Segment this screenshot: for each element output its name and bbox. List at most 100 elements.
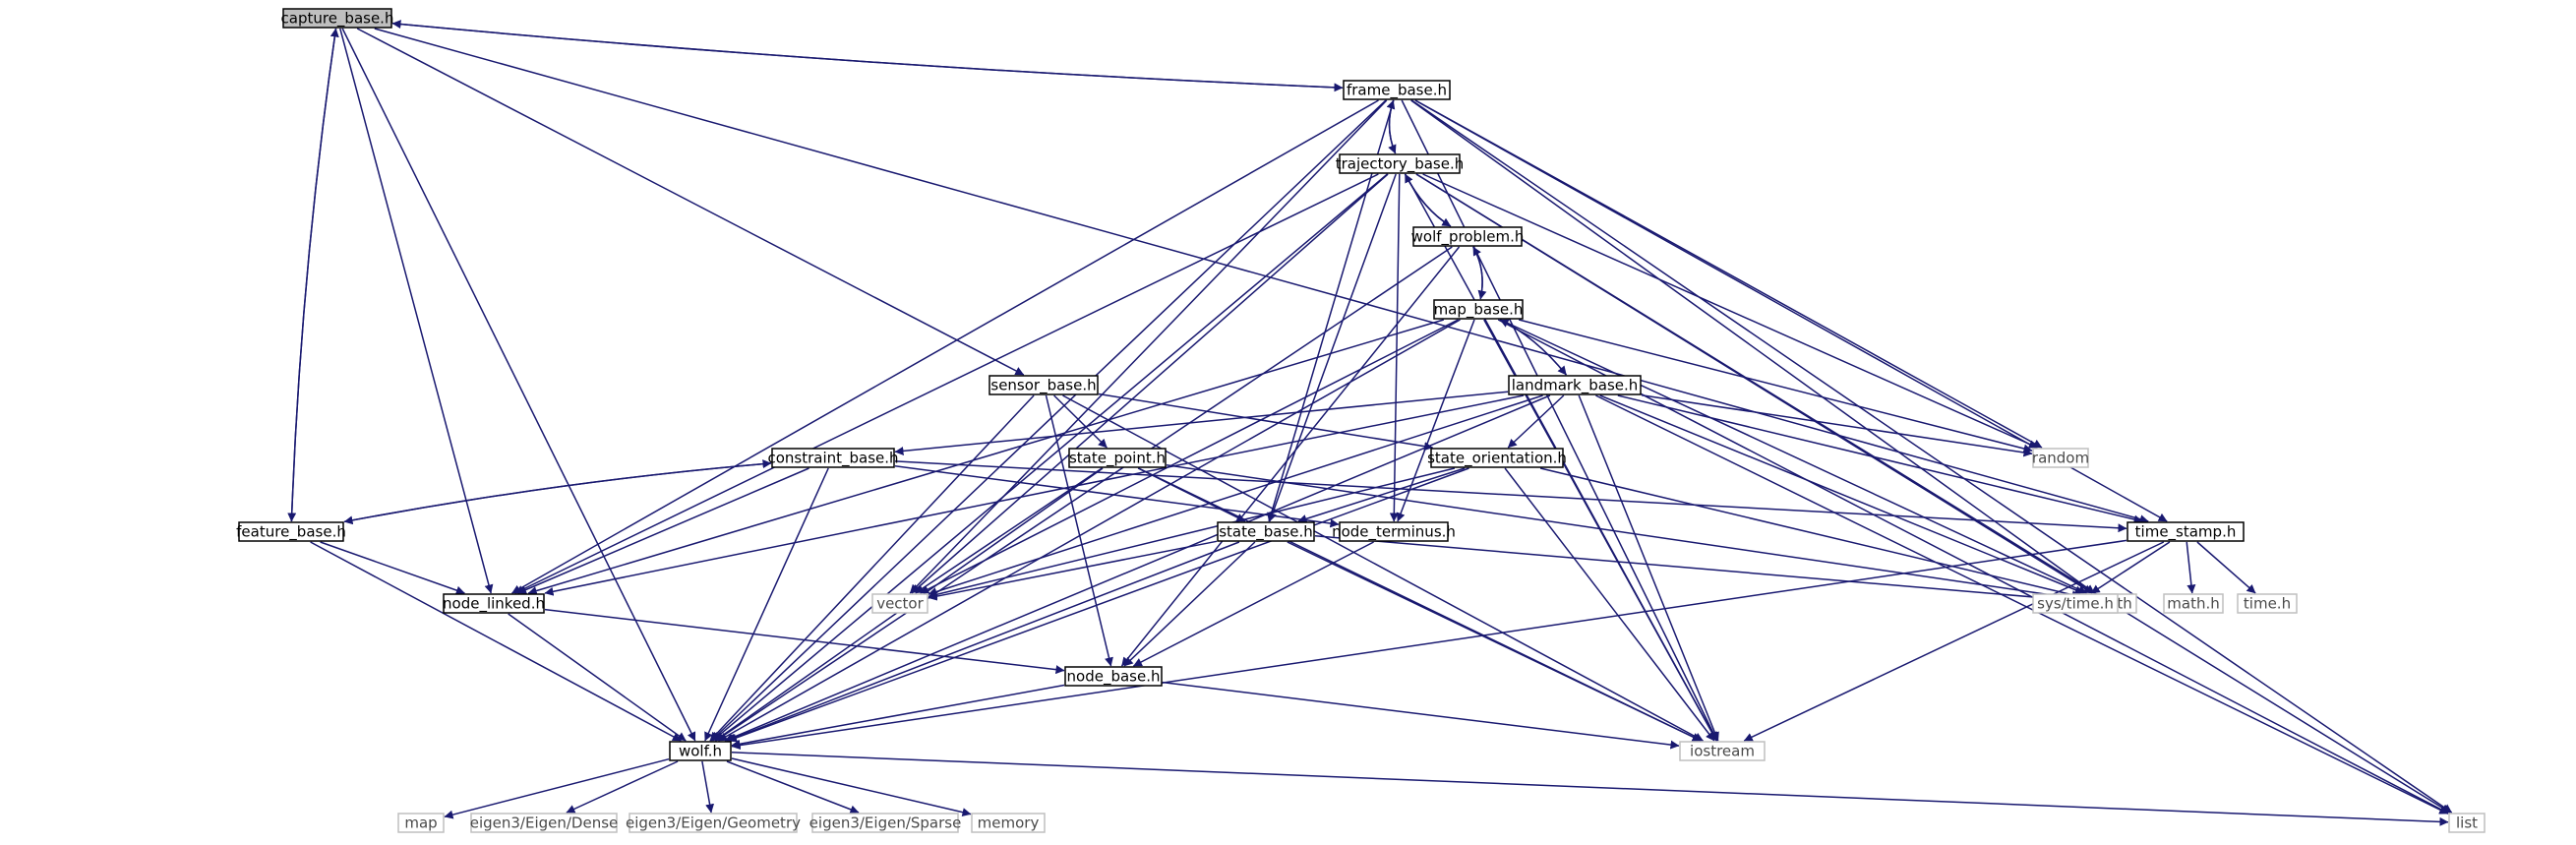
edge-landmark_base-to-state_orientation [1507,394,1565,449]
node-time-stamp[interactable]: time_stamp.h [2127,521,2245,542]
edge-frame_base-to-random [1414,99,2043,449]
edge-landmark_base-to-vector [928,394,1543,596]
edge-state_orientation-to-wolf [728,467,1469,743]
node-time: time.h [2237,593,2298,614]
node-box [1339,521,1449,542]
edge-map_base-to-vector [920,319,1459,594]
node-sensor-base[interactable]: sensor_base.h [988,375,1099,395]
node-box [669,741,732,761]
node-box [1339,153,1461,174]
node-random: random [2032,448,2089,468]
edge-node_terminus-to-node_base [1133,541,1374,667]
edge-capture_base-to-time_stamp [374,28,2149,524]
edge-frame_base-to-capture_base [391,20,1344,89]
edge-sensor_base-to-iostream [1062,394,1704,742]
node-label: eigen3/Eigen/Geometry [626,815,801,832]
node-label: node_base.h [1067,668,1161,687]
node-map-base[interactable]: map_base.h [1433,299,1524,320]
node-node-base[interactable]: node_base.h [1064,666,1163,687]
edge-node_base-to-iostream [1162,681,1680,750]
edge-capture_base-to-wolf [341,28,696,742]
edge-capture_base-to-sensor_base [356,28,1025,376]
edge-landmark_base-to-cmath [1599,394,2084,594]
edge-node_linked-to-node_base [544,608,1065,675]
edge-state_orientation-to-vector [928,467,1456,599]
node-feature-base[interactable]: feature_base.h [236,521,346,542]
edge-trajectory_base-to-node_linked [514,173,1379,594]
edge-sensor_base-to-state_orientation [1098,392,1434,452]
edge-time_stamp-to-wolf [731,539,2127,751]
node-box [811,813,959,833]
node-label: eigen3/Eigen/Sparse [809,815,962,832]
edge-capture_base-to-frame_base [391,23,1344,92]
node-box [282,8,392,29]
edge-map_base-to-wolf [718,319,1461,742]
node-node-linked[interactable]: node_linked.h [443,593,545,614]
node-label: landmark_base.h [1512,377,1639,395]
node-label: time_stamp.h [2135,523,2237,542]
edge-wolf_problem-to-node_base [1120,246,1461,667]
node-label: map [404,815,437,832]
edge-state_base-to-cmath [1314,535,2081,605]
node-box [771,448,895,468]
node-eigen-sparse: eigen3/Eigen/Sparse [809,813,962,833]
node-iostream: iostream [1679,741,1766,761]
node-label: random [2032,450,2089,467]
node-box [1064,666,1163,687]
node-state-point[interactable]: state_point.h [1068,448,1167,468]
edge-sensor_base-to-node_base [1045,394,1113,667]
node-label: capture_base.h [281,10,394,29]
edge-state_orientation-to-state_base [1297,467,1466,523]
node-wolf-problem[interactable]: wolf_problem.h [1411,226,1525,247]
nodes-layer: capture_base.h frame_base.h trajectory_bas… [236,8,2486,833]
node-wolf[interactable]: wolf.h [669,741,732,761]
node-landmark-base[interactable]: landmark_base.h [1508,375,1642,395]
node-map: map [397,813,445,833]
edge-time_stamp-to-math [2186,541,2196,594]
node-list: list [2448,813,2486,833]
edge-wolf-to-memory [731,757,972,817]
edge-node_linked-to-wolf [508,613,687,742]
edge-landmark_base-to-wolf [724,394,1551,742]
edge-trajectory_base-to-random [1422,173,2038,449]
edge-node_base-to-wolf [731,684,1065,749]
edge-state_point-to-cmath [1166,464,2081,603]
edge-time_stamp-to-iostream [1743,541,2165,742]
edge-frame_base-to-list [1410,99,2453,814]
node-label: math.h [2167,595,2219,613]
edge-wolf-to-eigen_dense [566,760,679,814]
node-label: feature_base.h [236,523,346,542]
edge-landmark_base-to-random [1641,393,2033,457]
node-box [1068,448,1167,468]
edges-layer [287,20,2453,826]
node-label: map_base.h [1434,301,1524,320]
node-label: trajectory_base.h [1336,155,1465,174]
edge-sensor_base-to-wolf [709,394,1035,742]
node-math: math.h [2163,593,2224,614]
node-sys-time: sys/time.h [2032,593,2119,614]
node-box [988,375,1099,395]
edge-trajectory_base-to-frame_base [1386,99,1397,154]
edge-landmark_base-to-constraint_base [894,391,1509,455]
edge-trajectory_base-to-state_base [1268,173,1397,522]
node-box [629,813,798,833]
edge-feature_base-to-node_linked [320,541,465,595]
edge-landmark_base-to-list [1595,394,2449,815]
node-box [971,813,1046,833]
node-box [238,521,344,542]
node-label: state_orientation.h [1427,450,1567,468]
node-capture-base[interactable]: capture_base.h [281,8,394,29]
edge-map_base-to-cmath [1500,319,2087,594]
edge-constraint_base-to-node_linked [517,467,809,594]
node-frame-base[interactable]: frame_base.h [1343,80,1451,100]
edge-landmark_base-to-time_stamp [1617,394,2143,524]
node-label: state_point.h [1069,450,1166,468]
node-constraint-base[interactable]: constraint_base.h [767,448,899,468]
node-box [1430,448,1564,468]
node-trajectory-base[interactable]: trajectory_base.h [1336,153,1465,174]
edge-map_base-to-node_linked [527,319,1445,595]
node-state-base[interactable]: state_base.h [1217,521,1315,542]
node-node-terminus[interactable]: node_terminus.h [1332,521,1456,542]
node-state-orientation[interactable]: state_orientation.h [1427,448,1567,468]
node-box [2163,593,2224,614]
